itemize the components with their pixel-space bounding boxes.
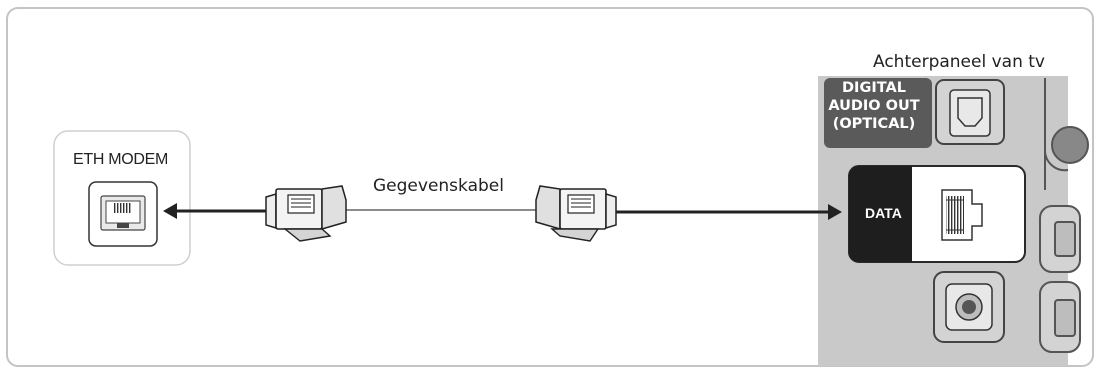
cable-line-left [163, 203, 268, 219]
arrow-left-icon [163, 203, 177, 219]
optical-label-block [824, 78, 932, 148]
tv-back-panel-caption: Achterpaneel van tv [873, 52, 1045, 72]
optical-port-icon [949, 89, 991, 137]
arrow-right-icon [828, 204, 842, 220]
cable-line-right [612, 204, 842, 220]
eth-modem-label: ETH MODEM [73, 151, 169, 168]
data-port-label: DATA [865, 205, 902, 221]
rj45-plug-left-icon [265, 185, 347, 242]
data-ethernet-port-icon [941, 189, 983, 241]
panel-round-port-top [1051, 126, 1089, 164]
data-cable-label: Gegevenskabel [373, 176, 504, 196]
data-port [848, 165, 1026, 263]
modem-ethernet-port-icon [100, 195, 146, 231]
round-audio-port-icon [945, 283, 993, 331]
optical-label-line-3: (OPTICAL) [832, 116, 916, 132]
rj45-plug-right-icon [535, 185, 617, 242]
optical-label-line-1: DIGITAL [842, 80, 906, 96]
optical-label-line-2: AUDIO OUT [828, 98, 920, 114]
